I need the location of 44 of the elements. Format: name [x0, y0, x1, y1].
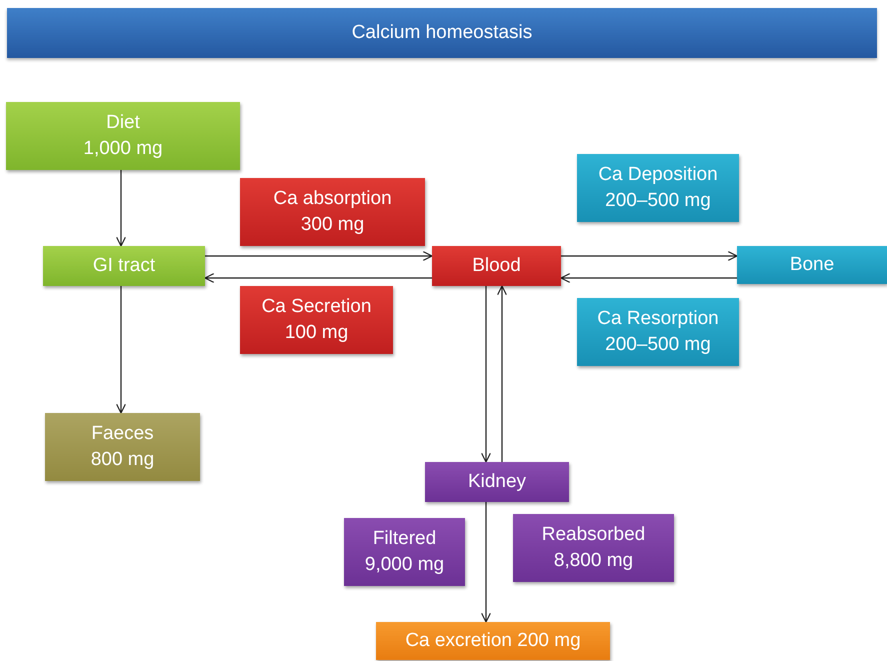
arrow: [480, 286, 492, 463]
arrow: [496, 285, 508, 462]
flow-box: [737, 246, 887, 284]
box-label: 8,800 mg: [554, 549, 634, 573]
arrow: [204, 272, 432, 284]
box-label: Ca absorption: [273, 187, 392, 212]
title-banner: Calcium homeostasis: [7, 8, 877, 58]
flow-box: [425, 462, 569, 502]
flow-box: [45, 413, 200, 481]
box-label: Blood: [472, 254, 521, 278]
flow-box: [6, 102, 240, 170]
box-label: 100 mg: [284, 321, 348, 345]
flow-box: [513, 514, 674, 582]
arrow: [116, 170, 126, 247]
box-label: GI tract: [92, 254, 156, 278]
arrow: [561, 250, 738, 262]
flow-box: [240, 286, 393, 354]
box-label: Ca Deposition: [598, 163, 718, 188]
flow-box: [376, 622, 610, 660]
box-label: 200–500 mg: [605, 333, 711, 357]
box-label: Reabsorbed: [542, 523, 646, 548]
box-label: Ca Resorption: [597, 307, 719, 332]
flow-box: [344, 518, 465, 586]
box-label: Kidney: [468, 470, 526, 494]
box-label: 300 mg: [300, 213, 364, 237]
arrow: [205, 250, 433, 262]
box-label: 9,000 mg: [364, 553, 444, 577]
box-label: 800 mg: [90, 448, 154, 472]
flow-box: [577, 298, 739, 366]
box-label: Ca excretion 200 mg: [405, 629, 581, 654]
arrow: [116, 286, 126, 414]
arrow: [560, 272, 737, 284]
box-label: Filtered: [372, 527, 436, 552]
box-label: Bone: [790, 253, 834, 278]
box-label: Faeces: [91, 422, 154, 446]
box-label: Ca Secretion: [262, 295, 372, 320]
box-label: Diet: [106, 111, 140, 136]
arrow: [480, 502, 492, 623]
flow-box: [43, 246, 205, 286]
flow-box: [577, 154, 739, 222]
box-label: 1,000 mg: [83, 137, 163, 161]
flow-box: [240, 178, 425, 246]
flow-box: [432, 246, 561, 286]
box-label: 200–500 mg: [605, 189, 711, 213]
